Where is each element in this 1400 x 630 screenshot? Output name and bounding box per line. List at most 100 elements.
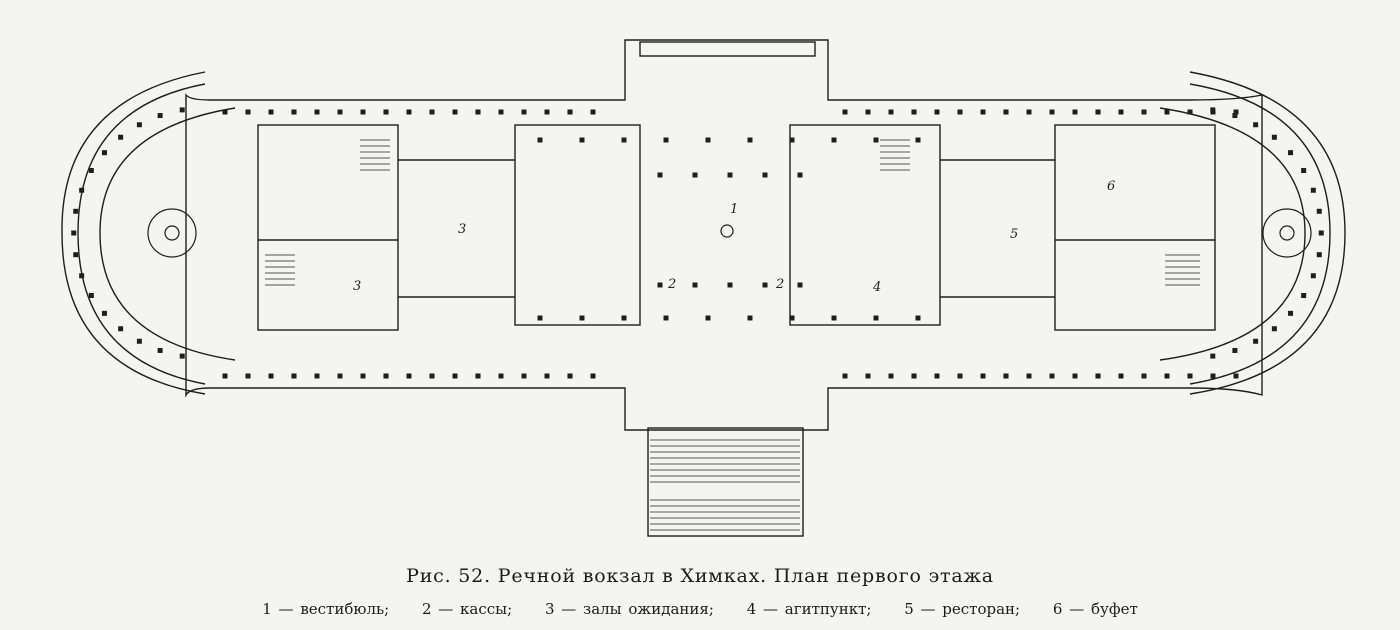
column — [934, 373, 940, 379]
column — [1210, 373, 1216, 379]
column — [842, 373, 848, 379]
column — [498, 109, 504, 115]
column — [692, 172, 698, 178]
column — [452, 109, 458, 115]
column — [621, 315, 627, 321]
figure-caption: Рис. 52. Речной вокзал в Химках. План пе… — [406, 565, 994, 587]
left-apse — [61, 71, 206, 395]
column — [1164, 109, 1170, 115]
column — [383, 373, 389, 379]
column — [865, 109, 871, 115]
center-column — [720, 224, 734, 238]
column — [337, 373, 343, 379]
column — [911, 373, 917, 379]
column — [579, 137, 585, 143]
column — [957, 109, 963, 115]
column — [797, 282, 803, 288]
column — [179, 107, 185, 113]
column — [429, 373, 435, 379]
column — [88, 293, 94, 298]
figure-legend: 1 — вестибюль; 2 — кассы; 3 — залы ожида… — [0, 600, 1400, 618]
column — [1288, 310, 1294, 316]
column — [101, 150, 107, 156]
column — [118, 326, 124, 332]
column — [71, 230, 77, 236]
column — [1118, 373, 1124, 379]
column — [842, 109, 848, 115]
column — [797, 172, 803, 178]
column — [498, 373, 504, 379]
column — [1141, 109, 1147, 115]
column — [157, 113, 163, 119]
legend-item: 3 — залы ожидания; — [544, 600, 714, 618]
column — [136, 122, 142, 128]
room-label-restaurant: 5 — [1010, 227, 1018, 242]
column — [291, 373, 297, 379]
column — [268, 373, 274, 379]
column — [1049, 109, 1055, 115]
column — [314, 109, 320, 115]
room-label-cashier-left: 2 — [667, 277, 676, 292]
column — [1233, 373, 1239, 379]
room-label-waiting-upper: 3 — [458, 222, 466, 237]
column — [727, 172, 733, 178]
column — [567, 109, 573, 115]
column — [544, 373, 550, 379]
column — [1141, 373, 1147, 379]
column — [705, 137, 711, 143]
floor-plan: 1 2 2 3 3 4 5 6 — [61, 39, 1346, 537]
column — [888, 109, 894, 115]
column — [657, 172, 663, 178]
column — [1026, 109, 1032, 115]
column — [980, 109, 986, 115]
column — [1210, 107, 1216, 113]
column — [136, 338, 142, 344]
column — [865, 373, 871, 379]
column-grid — [71, 107, 1324, 379]
column — [980, 373, 986, 379]
column — [621, 137, 627, 143]
column — [1072, 109, 1078, 115]
column — [762, 172, 768, 178]
column — [1003, 109, 1009, 115]
column — [579, 315, 585, 321]
column — [383, 109, 389, 115]
column — [1288, 150, 1294, 156]
column — [1233, 109, 1239, 115]
column — [1187, 109, 1193, 115]
column — [1072, 373, 1078, 379]
column — [475, 109, 481, 115]
column — [1316, 208, 1322, 214]
column — [747, 137, 753, 143]
column — [475, 373, 481, 379]
column — [222, 373, 228, 379]
column — [73, 208, 79, 214]
left-fountain — [147, 208, 197, 258]
stairs-left-top — [360, 139, 390, 171]
column — [1187, 373, 1193, 379]
column — [1003, 373, 1009, 379]
column — [73, 252, 79, 258]
right-fountain — [1262, 208, 1312, 258]
outer-wall — [185, 39, 1263, 431]
column — [360, 373, 366, 379]
column — [314, 373, 320, 379]
column — [521, 373, 527, 379]
column — [157, 347, 163, 353]
stairs-right-top — [880, 139, 910, 171]
column — [118, 134, 124, 140]
column — [101, 310, 107, 316]
column — [1232, 347, 1238, 353]
column — [360, 109, 366, 115]
column — [1301, 293, 1307, 298]
stairs-left-bottom — [265, 254, 295, 286]
column — [957, 373, 963, 379]
legend-item: 1 — вестибюль; — [262, 600, 390, 618]
column — [521, 109, 527, 115]
column — [268, 109, 274, 115]
legend-item: 6 — буфет — [1052, 600, 1138, 618]
column — [537, 137, 543, 143]
column — [934, 109, 940, 115]
column — [1271, 134, 1277, 140]
column — [245, 373, 251, 379]
